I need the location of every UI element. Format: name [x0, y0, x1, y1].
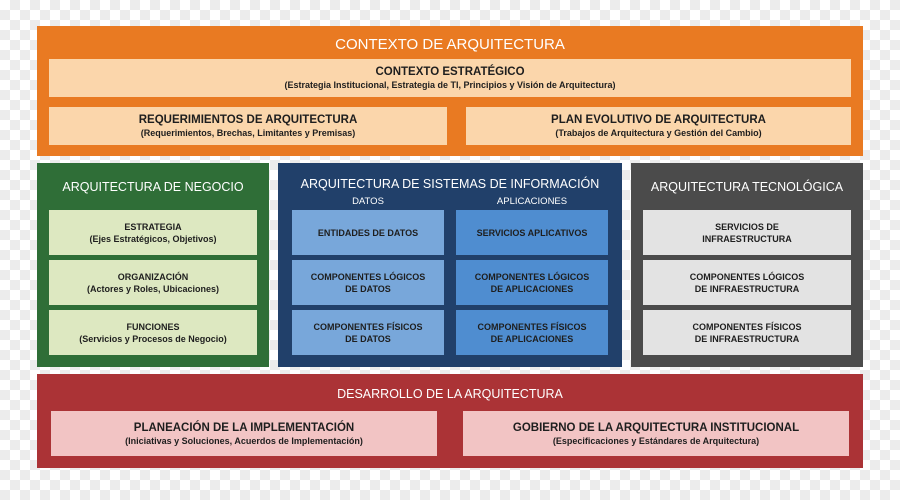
architecture-context-panel: CONTEXTO DE ARQUITECTURA CONTEXTO ESTRAT… [37, 26, 863, 156]
physical-application-components-box: COMPONENTES FÍSICOS DE APLICACIONES [456, 310, 608, 355]
implementation-planning-box: PLANEACIÓN DE LA IMPLEMENTACIÓN (Iniciat… [51, 411, 437, 456]
implementation-planning-subtitle: (Iniciativas y Soluciones, Acuerdos de I… [125, 435, 363, 446]
architecture-governance-box: GOBIERNO DE LA ARQUITECTURA INSTITUCIONA… [463, 411, 849, 456]
business-architecture-title: ARQUITECTURA DE NEGOCIO [62, 180, 244, 194]
business-functions-box: FUNCIONES (Servicios y Procesos de Negoc… [49, 310, 257, 355]
logical-data-components-box: COMPONENTES LÓGICOS DE DATOS [292, 260, 444, 305]
logical-application-components-box: COMPONENTES LÓGICOS DE APLICACIONES [456, 260, 608, 305]
business-organization-subtitle: (Actores y Roles, Ubicaciones) [86, 283, 220, 294]
information-systems-title: ARQUITECTURA DE SISTEMAS DE INFORMACIÓN [300, 177, 600, 191]
logical-data-components-label: COMPONENTES LÓGICOS DE DATOS [310, 271, 426, 294]
physical-application-components-label: COMPONENTES FÍSICOS DE APLICACIONES [477, 321, 587, 344]
requirements-title: REQUERIMIENTOS DE ARQUITECTURA [138, 114, 358, 126]
business-organization-title: ORGANIZACIÓN [117, 271, 189, 282]
business-architecture-panel: ARQUITECTURA DE NEGOCIO ESTRATEGIA (Ejes… [37, 163, 269, 367]
evolution-plan-title: PLAN EVOLUTIVO DE ARQUITECTURA [551, 114, 766, 126]
infrastructure-services-box: SERVICIOS DE INFRAESTRUCTURA [643, 210, 851, 255]
business-functions-subtitle: (Servicios y Procesos de Negocio) [79, 333, 227, 344]
infrastructure-services-label: SERVICIOS DE INFRAESTRUCTURA [702, 221, 792, 244]
logical-application-components-label: COMPONENTES LÓGICOS DE APLICACIONES [474, 271, 590, 294]
physical-infrastructure-components-label: COMPONENTES FÍSICOS DE INFRAESTRUCTURA [692, 321, 802, 344]
technology-architecture-title: ARQUITECTURA TECNOLÓGICA [650, 180, 844, 194]
data-entities-box: ENTIDADES DE DATOS [292, 210, 444, 255]
logical-infrastructure-components-box: COMPONENTES LÓGICOS DE INFRAESTRUCTURA [643, 260, 851, 305]
architecture-development-title: DESARROLLO DE LA ARQUITECTURA [337, 387, 563, 401]
strategic-context-box: CONTEXTO ESTRATÉGICO (Estrategia Institu… [49, 59, 851, 97]
business-organization-box: ORGANIZACIÓN (Actores y Roles, Ubicacion… [49, 260, 257, 305]
physical-data-components-label: COMPONENTES FÍSICOS DE DATOS [313, 321, 423, 344]
requirements-box: REQUERIMIENTOS DE ARQUITECTURA (Requerim… [49, 107, 447, 145]
requirements-subtitle: (Requerimientos, Brechas, Limitantes y P… [140, 128, 356, 138]
architecture-development-panel: DESARROLLO DE LA ARQUITECTURA PLANEACIÓN… [37, 374, 863, 468]
application-services-box: SERVICIOS APLICATIVOS [456, 210, 608, 255]
evolution-plan-box: PLAN EVOLUTIVO DE ARQUITECTURA (Trabajos… [466, 107, 851, 145]
application-services-label: SERVICIOS APLICATIVOS [476, 227, 588, 238]
business-strategy-box: ESTRATEGIA (Ejes Estratégicos, Objetivos… [49, 210, 257, 255]
architecture-context-title: CONTEXTO DE ARQUITECTURA [335, 36, 565, 53]
data-column-label: DATOS [352, 196, 384, 207]
data-entities-label: ENTIDADES DE DATOS [317, 227, 419, 238]
business-functions-title: FUNCIONES [126, 321, 180, 332]
evolution-plan-subtitle: (Trabajos de Arquitectura y Gestión del … [555, 128, 762, 138]
technology-architecture-panel: ARQUITECTURA TECNOLÓGICA SERVICIOS DE IN… [631, 163, 863, 367]
strategic-context-title: CONTEXTO ESTRATÉGICO [375, 66, 525, 78]
logical-infrastructure-components-label: COMPONENTES LÓGICOS DE INFRAESTRUCTURA [689, 271, 805, 294]
physical-infrastructure-components-box: COMPONENTES FÍSICOS DE INFRAESTRUCTURA [643, 310, 851, 355]
implementation-planning-title: PLANEACIÓN DE LA IMPLEMENTACIÓN [133, 421, 355, 434]
physical-data-components-box: COMPONENTES FÍSICOS DE DATOS [292, 310, 444, 355]
architecture-governance-title: GOBIERNO DE LA ARQUITECTURA INSTITUCIONA… [512, 421, 800, 434]
business-strategy-title: ESTRATEGIA [124, 221, 182, 232]
strategic-context-subtitle: (Estrategia Institucional, Estrategia de… [284, 80, 616, 90]
applications-column-label: APLICACIONES [496, 196, 568, 207]
architecture-governance-subtitle: (Especificaciones y Estándares de Arquit… [552, 435, 760, 446]
business-strategy-subtitle: (Ejes Estratégicos, Objetivos) [89, 233, 217, 244]
information-systems-panel: ARQUITECTURA DE SISTEMAS DE INFORMACIÓN … [278, 163, 622, 367]
